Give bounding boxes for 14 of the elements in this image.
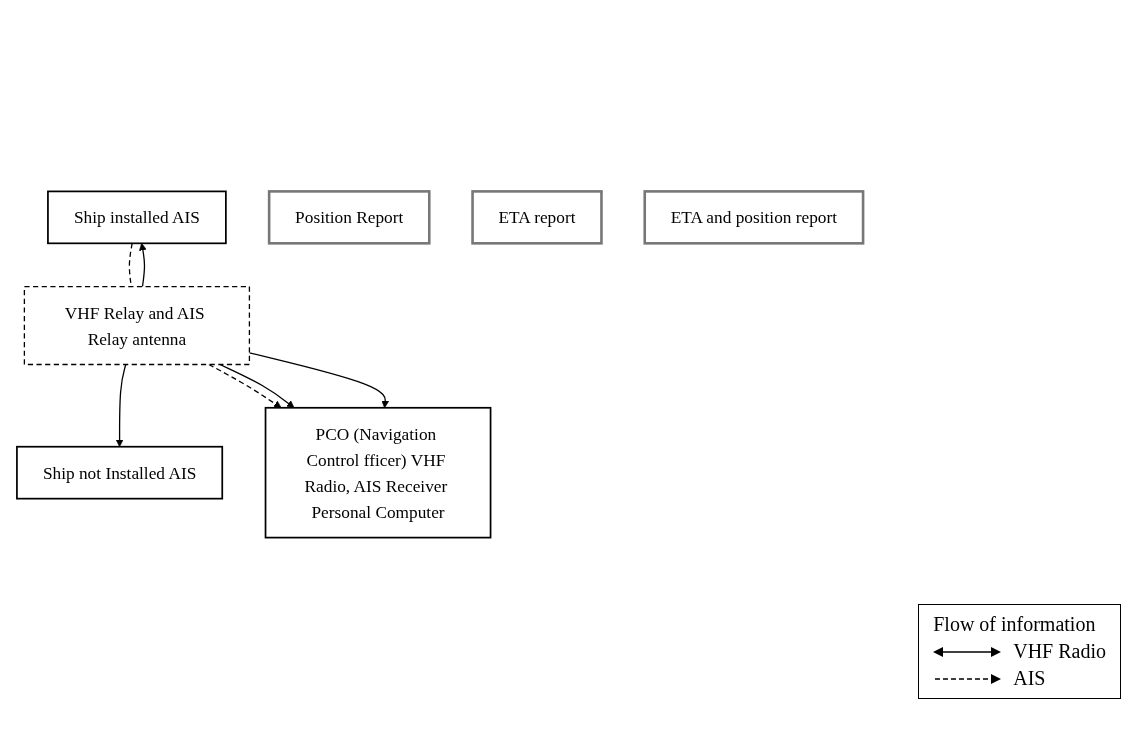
arrow bbox=[219, 363, 295, 409]
legend-text: VHF Radio bbox=[1013, 640, 1106, 663]
arrow bbox=[115, 363, 127, 448]
node-box: ETA report bbox=[471, 190, 603, 245]
legend-text: AIS bbox=[1013, 667, 1046, 690]
node-box: PCO (Navigation Control fficer) VHF Radio, AIS Receiver Personal Computer bbox=[264, 406, 492, 539]
node-box: Position Report bbox=[267, 190, 431, 245]
node-box: ETA and position report bbox=[643, 190, 865, 245]
arrow bbox=[208, 363, 282, 409]
node-box: Ship not Installed AIS bbox=[16, 445, 224, 500]
node-box: Ship installed AIS bbox=[47, 190, 227, 245]
legend-title: Flow of information bbox=[933, 613, 1097, 636]
node-box: VHF Relay and AIS Relay antenna bbox=[23, 285, 251, 366]
arrow bbox=[139, 243, 147, 288]
